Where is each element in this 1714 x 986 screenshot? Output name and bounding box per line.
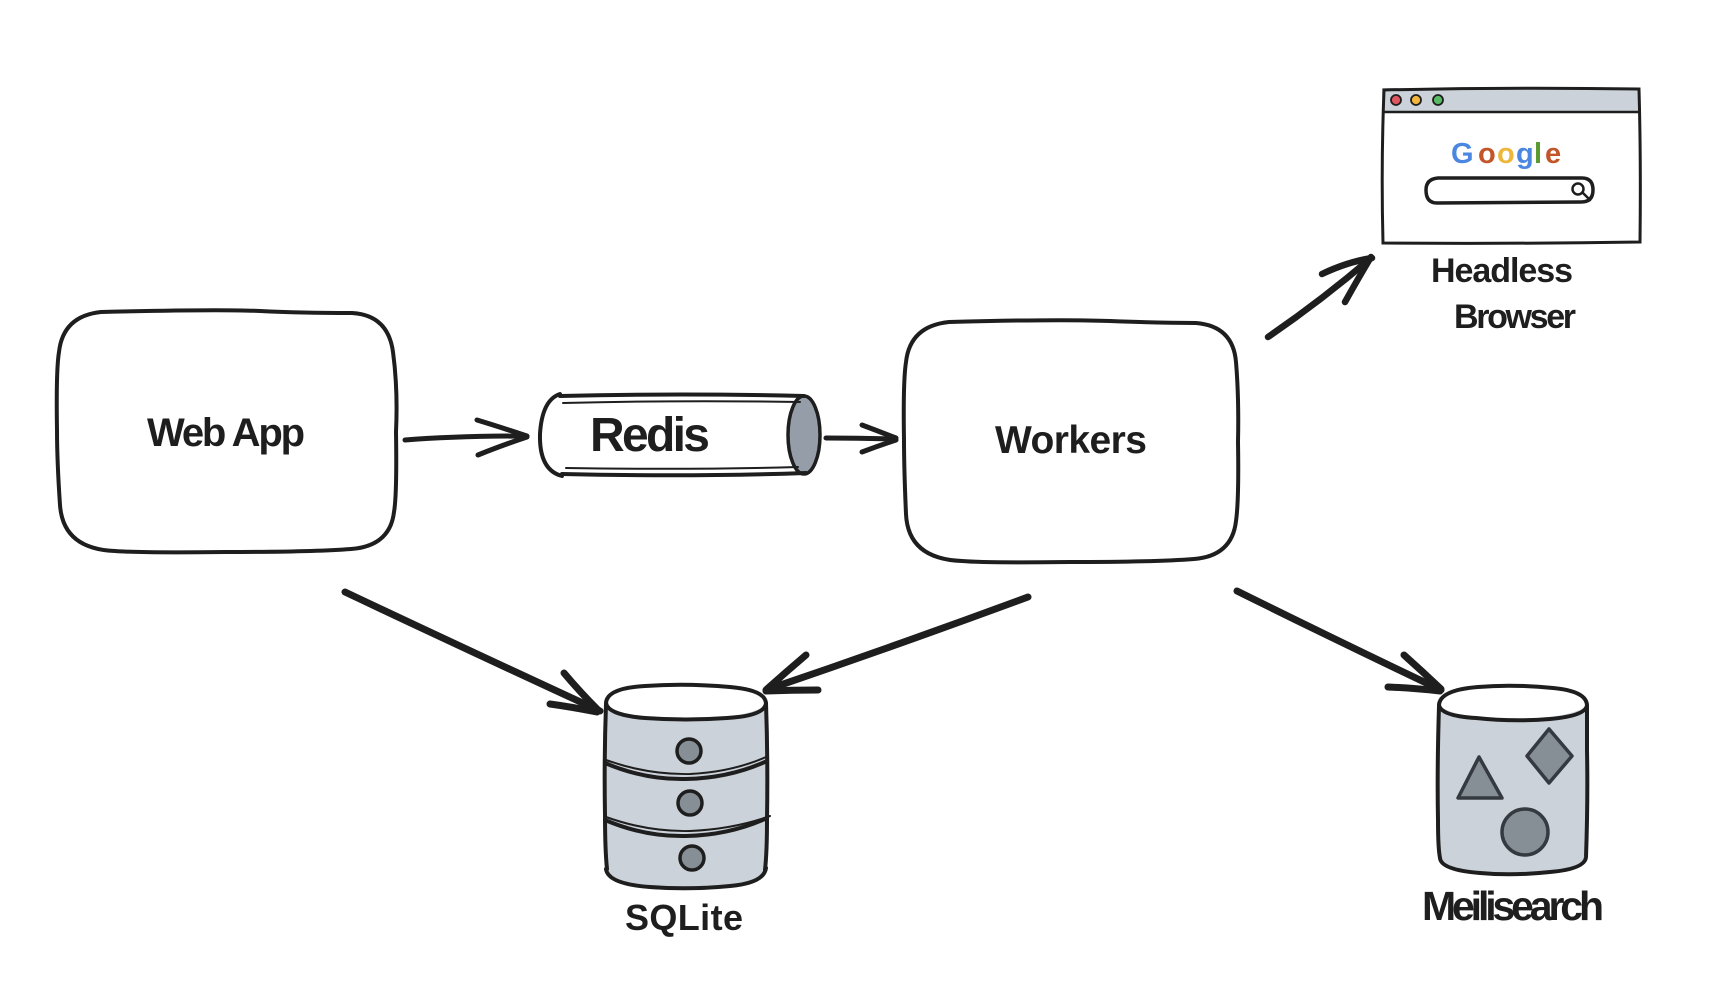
svg-text:o: o xyxy=(1497,138,1515,170)
svg-text:l: l xyxy=(1534,138,1542,170)
svg-text:Meilisearch: Meilisearch xyxy=(1422,883,1604,929)
svg-text:Headless: Headless xyxy=(1431,252,1573,290)
svg-text:Browser: Browser xyxy=(1454,298,1576,336)
svg-text:e: e xyxy=(1545,138,1561,170)
svg-text:Web App: Web App xyxy=(147,411,305,455)
svg-text:g: g xyxy=(1516,138,1534,170)
svg-text:SQLite: SQLite xyxy=(625,897,743,938)
svg-text:o: o xyxy=(1478,138,1496,170)
svg-text:G: G xyxy=(1451,138,1474,170)
svg-text:Workers: Workers xyxy=(995,419,1147,462)
svg-text:Redis: Redis xyxy=(590,409,710,462)
